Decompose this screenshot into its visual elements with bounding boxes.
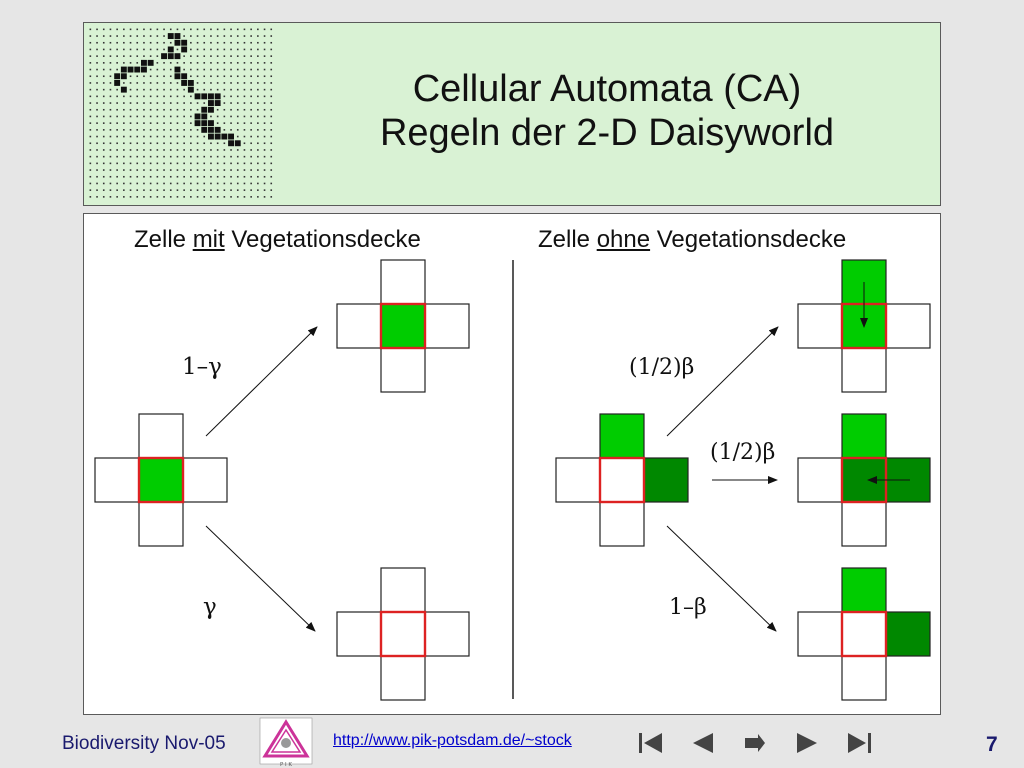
page-number: 7 [986,733,998,756]
left-source-cross [94,413,228,547]
slide-title: Cellular Automata (CA) Regeln der 2-D Da… [274,67,940,155]
center-cell-bare [598,456,646,504]
heading-without-vegetation: Zelle ohne Vegetationsdecke [538,226,846,254]
left-lower-result-cross [336,567,470,701]
right-upper-result-cross [797,259,931,393]
heading-with-vegetation-prefix: Zelle [134,226,193,253]
heading-without-vegetation-prefix: Zelle [538,226,597,253]
center-cell-vegetated [137,456,185,504]
right-middle-result-cross [797,413,931,547]
prob-stay-bare-label: 1–β [669,595,707,620]
heading-without-vegetation-suffix: Vegetationsdecke [650,226,847,253]
website-link[interactable]: http://www.pik-potsdam.de/~stock [333,732,572,749]
transition-diagram: 1–γ γ [94,259,931,701]
right-source-cross [555,413,689,547]
heading-with-vegetation-suffix: Vegetationsdecke [224,226,421,253]
title-line-2: Regeln der 2-D Daisyworld [379,112,835,154]
center-cell-vegetated [379,302,427,350]
first-slide-icon[interactable] [638,730,664,756]
arrow-to-lower-right [666,525,777,632]
previous-slide-icon[interactable] [690,730,716,756]
title-line-1: Cellular Automata (CA) [412,68,802,110]
diagram-panel: Zelle mit Vegetationsdecke Zelle ohne Ve… [83,213,941,715]
heading-without-vegetation-underlined: ohne [596,226,651,253]
right-lower-result-cross [797,567,931,701]
last-slide-icon[interactable] [846,730,872,756]
center-cell-bare [379,610,427,658]
left-upper-result-cross [336,259,470,393]
pik-logo: P I K [259,717,313,768]
pik-logo-lettering: P I K [280,762,292,768]
prob-colonize-above-label: (1/2)β [629,355,694,380]
next-slide-icon[interactable] [794,730,820,756]
cellular-automaton-grid-thumbnail [89,28,273,198]
prob-die-label: γ [203,594,217,620]
prob-colonize-right-label: (1/2)β [710,440,775,465]
arrow-to-lower-left [205,525,316,632]
heading-with-vegetation: Zelle mit Vegetationsdecke [134,226,421,254]
event-label: Biodiversity Nov-05 [62,733,226,754]
center-cell-bare [840,610,888,658]
arrow-to-upper-left [205,326,318,437]
title-panel: Cellular Automata (CA) Regeln der 2-D Da… [83,22,941,206]
heading-with-vegetation-underlined: mit [192,226,225,253]
pointer-icon[interactable] [742,730,768,756]
prob-survive-label: 1–γ [182,354,222,380]
arrow-to-upper-right [666,326,779,437]
